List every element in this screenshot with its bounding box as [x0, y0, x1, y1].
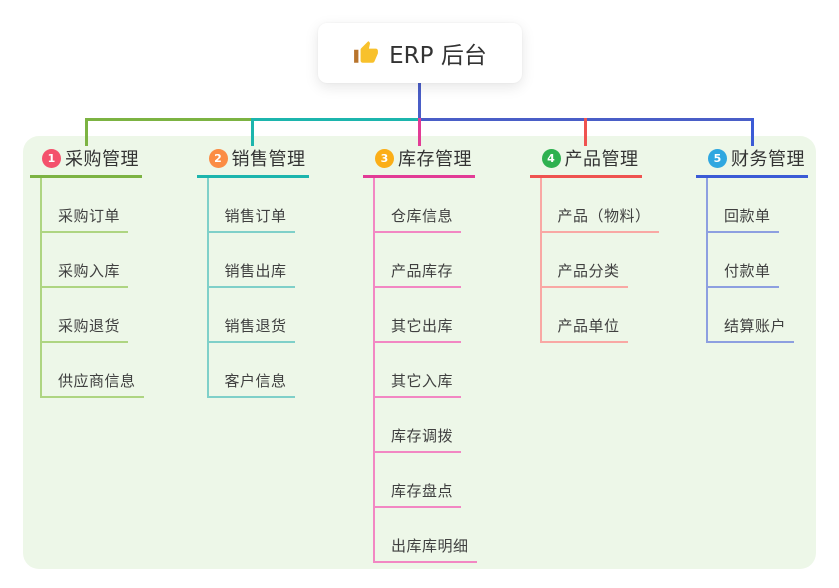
branch-number-badge: 1 — [42, 148, 61, 168]
child-node[interactable]: 供应商信息 — [42, 343, 144, 398]
branch-panel — [23, 136, 816, 569]
child-node[interactable]: 采购退货 — [42, 288, 129, 343]
branch-children: 采购订单采购入库采购退货供应商信息 — [40, 178, 144, 398]
branch-children: 销售订单销售出库销售退货客户信息 — [206, 178, 295, 398]
child-node[interactable]: 产品分类 — [541, 233, 628, 288]
connector-drop — [750, 118, 754, 146]
thumbs-up-icon — [354, 41, 379, 63]
root-connector — [417, 83, 421, 121]
branch-number-badge: 2 — [208, 148, 228, 168]
branch-label: 销售管理 — [231, 149, 306, 170]
branch-number-badge: 4 — [541, 148, 561, 168]
child-node[interactable]: 销售退货 — [208, 288, 295, 343]
child-node[interactable]: 销售订单 — [208, 178, 295, 233]
connector-drop — [584, 118, 587, 146]
branch-children: 仓库信息产品库存其它出库其它入库库存调拨库存盘点出库库明细 — [373, 178, 477, 563]
child-node[interactable]: 其它入库 — [375, 343, 462, 398]
child-node[interactable]: 产品单位 — [541, 288, 628, 343]
child-node[interactable]: 产品库存 — [375, 233, 462, 288]
connector-drop — [417, 118, 421, 146]
connector-drop — [84, 118, 88, 146]
root-node-label: ERP 后台 — [389, 43, 487, 69]
branch-children: 产品（物料）产品分类产品单位 — [539, 178, 659, 343]
root-node[interactable]: ERP 后台 — [318, 23, 522, 83]
branch-number-badge: 5 — [708, 148, 727, 168]
branch-label: 库存管理 — [398, 149, 472, 170]
branch-label: 财务管理 — [731, 149, 805, 170]
connector-bus-segment — [86, 118, 253, 121]
child-node[interactable]: 产品（物料） — [541, 178, 659, 233]
child-node[interactable]: 出库库明细 — [375, 508, 477, 563]
child-node[interactable]: 库存调拨 — [375, 398, 462, 453]
child-node[interactable]: 库存盘点 — [375, 453, 462, 508]
branch-label: 采购管理 — [65, 149, 139, 170]
child-node[interactable]: 采购订单 — [42, 178, 129, 233]
child-node[interactable]: 其它出库 — [375, 288, 462, 343]
child-node[interactable]: 付款单 — [708, 233, 779, 288]
child-node[interactable]: 回款单 — [708, 178, 779, 233]
connector-drop — [251, 118, 254, 146]
child-node[interactable]: 结算账户 — [708, 288, 795, 343]
connector-bus-segment — [252, 118, 419, 121]
child-node[interactable]: 仓库信息 — [375, 178, 462, 233]
child-node[interactable]: 采购入库 — [42, 233, 129, 288]
child-node[interactable]: 客户信息 — [208, 343, 295, 398]
child-node[interactable]: 销售出库 — [208, 233, 295, 288]
branch-number-badge: 3 — [375, 148, 394, 168]
branch-label: 产品管理 — [564, 149, 639, 170]
branch-children: 回款单付款单结算账户 — [706, 178, 795, 343]
